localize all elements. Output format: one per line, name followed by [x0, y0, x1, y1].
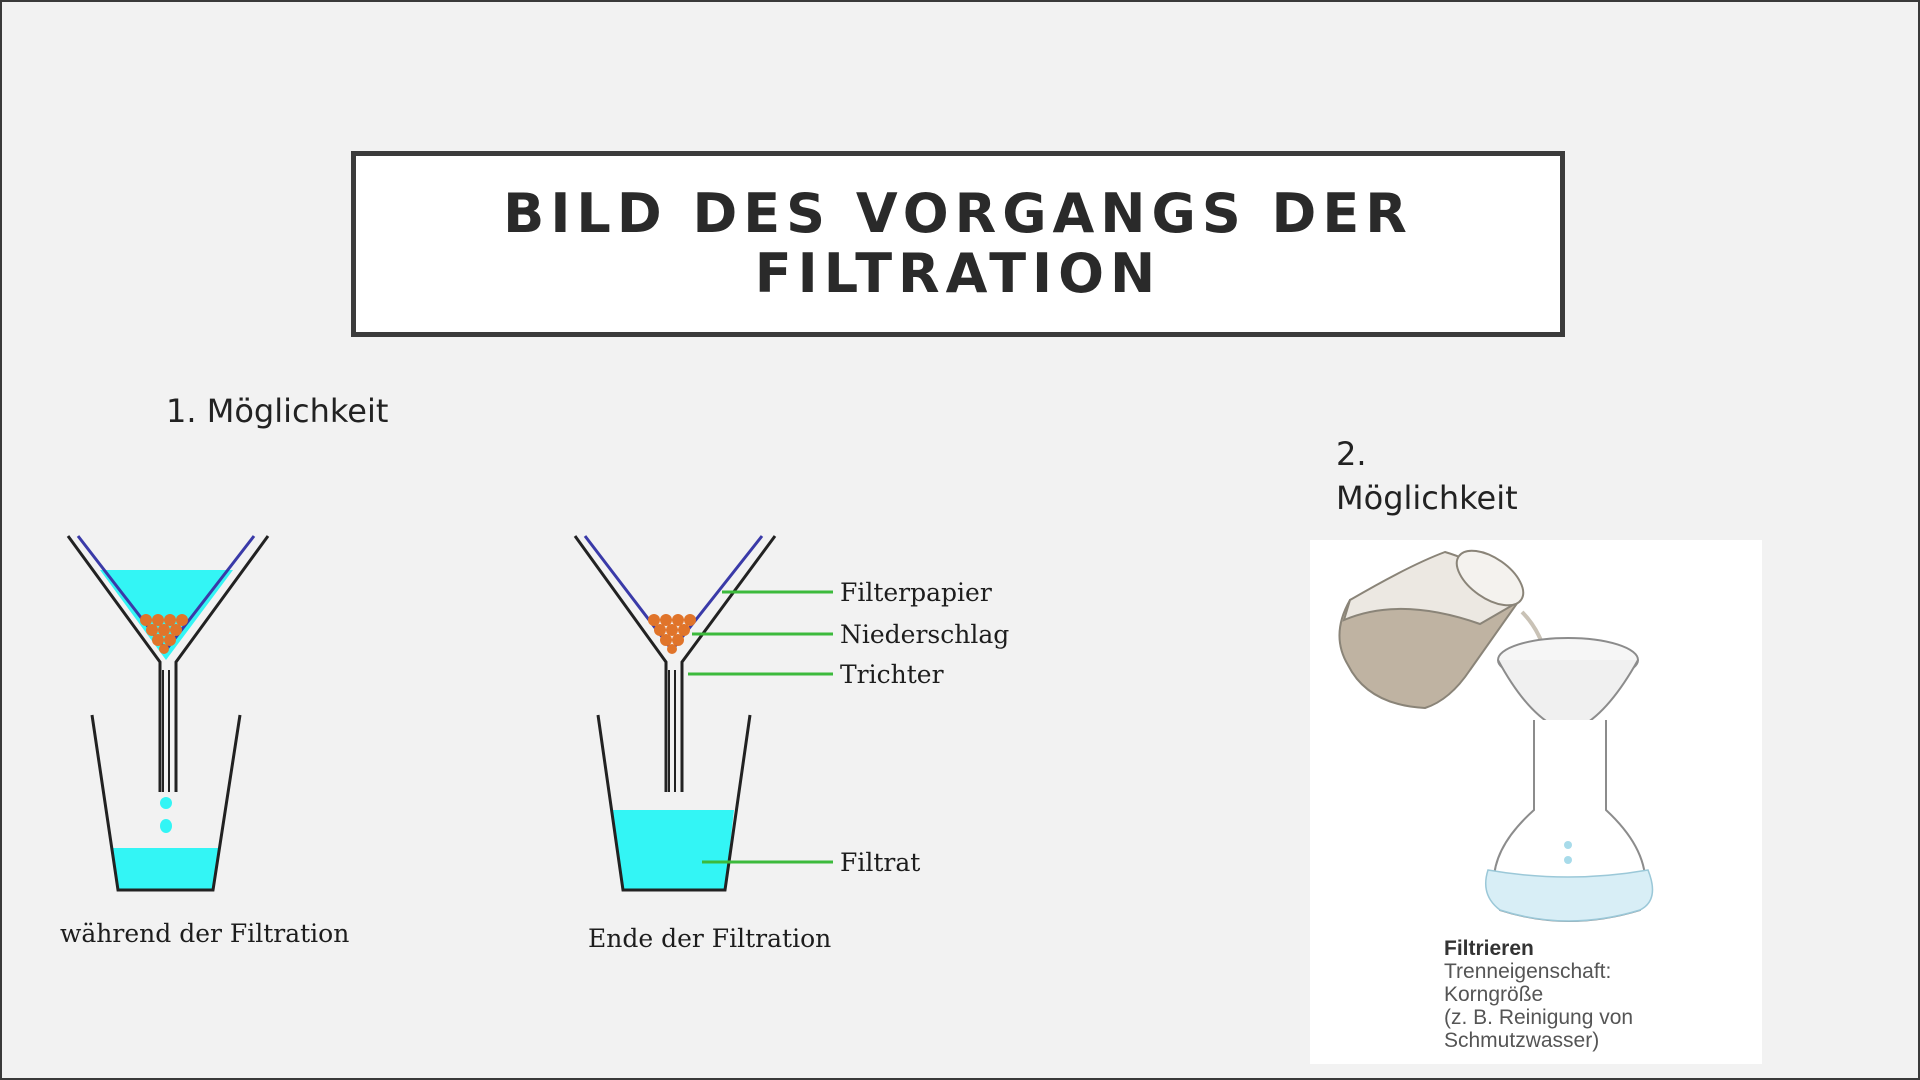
caption-line-3: (z. B. Reinigung von [1444, 1006, 1634, 1029]
caption-during-filtration: während der Filtration [60, 919, 349, 948]
slide-border-bottom [0, 1078, 1920, 1080]
option-2-label: Möglichkeit [1336, 479, 1518, 517]
flask-filtrate [1485, 869, 1654, 922]
erlenmeyer-flask [1485, 720, 1654, 922]
slide-border-left [0, 0, 2, 1080]
option-1-heading: 1. Möglichkeit [166, 392, 389, 430]
funnel-end-filtration [573, 535, 777, 792]
caption-line-4: Schmutzwasser) [1444, 1029, 1600, 1052]
caption-line-1: Trenneigenschaft: [1444, 960, 1612, 983]
droplets-left [160, 797, 172, 833]
filtration-diagram: während der Filtration Ende der Filtrati… [60, 535, 1009, 953]
pouring-beaker [1338, 549, 1525, 710]
diagram-pointers [688, 590, 833, 864]
slide-border-top [0, 0, 1920, 2]
option-2-number: 2. [1336, 435, 1367, 473]
funnel-during-filtration [66, 535, 270, 792]
label-niederschlag: Niederschlag [840, 620, 1009, 649]
caption-line-2: Korngröße [1444, 983, 1544, 1006]
option-2-heading: 2. Möglichkeit [1336, 432, 1518, 520]
filtration-illustration [1310, 540, 1762, 1064]
slide-title-line-1: BILD DES VORGANGS DER [503, 182, 1413, 245]
slide-title-line-2: FILTRATION [754, 242, 1162, 305]
label-trichter: Trichter [840, 660, 944, 689]
precipitate-left [140, 614, 188, 654]
funnel-liquid-left [100, 570, 233, 660]
beaker-during-filtration [90, 714, 242, 892]
label-filterpapier: Filterpapier [840, 578, 992, 607]
beaker-liquid-right [613, 810, 734, 890]
pouring-illustration [1338, 549, 1654, 922]
illustration-caption: Filtrieren Trenneigenschaft: Korngröße (… [1444, 937, 1754, 1052]
caption-title: Filtrieren [1444, 937, 1534, 960]
label-filtrat: Filtrat [840, 848, 920, 877]
beaker-liquid-left [112, 848, 220, 890]
caption-end-filtration: Ende der Filtration [588, 924, 831, 953]
precipitate-right [648, 614, 696, 654]
slide-border-right [1918, 0, 1920, 1080]
beaker-end-filtration [596, 714, 752, 892]
title-box: BILD DES VORGANGS DER FILTRATION [351, 151, 1565, 337]
